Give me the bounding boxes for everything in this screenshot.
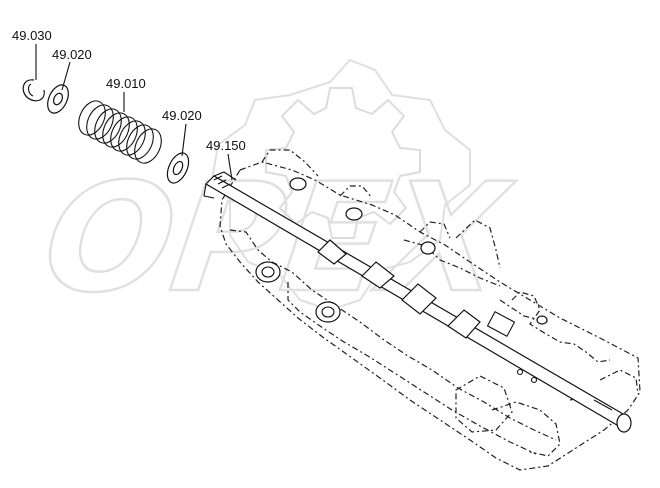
callout-shaft: 49.150 bbox=[206, 138, 246, 153]
spool-shaft bbox=[203, 171, 632, 433]
watermark-gear-icon bbox=[265, 87, 421, 239]
callout-washer-front: 49.020 bbox=[52, 47, 92, 62]
watermark-logo: OPEX bbox=[33, 58, 522, 327]
callout-washer-rear: 49.020 bbox=[162, 108, 202, 123]
washer-rear bbox=[166, 152, 190, 184]
housing-ports bbox=[255, 177, 548, 384]
watermark-text: OPEX bbox=[34, 151, 521, 326]
callout-snap-ring: 49.030 bbox=[12, 28, 52, 43]
washer-front bbox=[47, 84, 69, 114]
coil-spring bbox=[78, 100, 162, 164]
snap-ring bbox=[22, 79, 45, 102]
leader-lines bbox=[35, 44, 233, 181]
callout-spring: 49.010 bbox=[106, 76, 146, 91]
